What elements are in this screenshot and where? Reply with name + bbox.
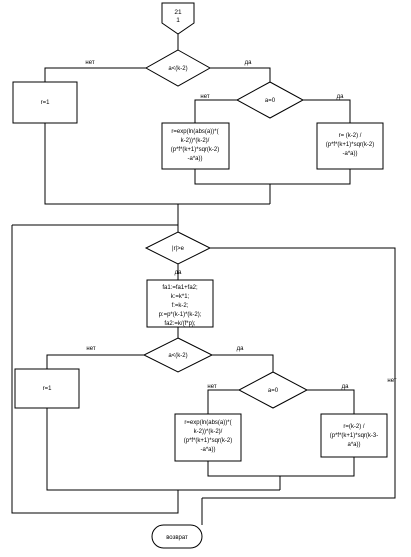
label-yes-inner-bottom: да xyxy=(342,384,350,390)
decision-inner-top-label: a=0 xyxy=(265,98,276,104)
process-right-top: r= (k-2) / (p*f*(k+1)*sqr(k-2) -a*a)) xyxy=(316,122,384,170)
label-no-inner-top: нет xyxy=(200,94,209,100)
label-yes-inner-top: да xyxy=(337,94,345,100)
label-yes-top: да xyxy=(245,60,253,66)
decision-bottom-label: a<(k-2) xyxy=(168,353,187,359)
decision-bottom: a<(k-2) xyxy=(142,337,214,373)
process-loop-body: fa1:=fa1+fa2; k:=k*1; f:=k-2; p:=p*(k-1)… xyxy=(146,279,214,328)
terminal-return: возврат xyxy=(151,524,203,549)
loop-body-line-2: k:=k*1; xyxy=(171,294,190,300)
label-no-bottom: нет xyxy=(86,346,95,352)
expr-top-line-3: (p*f*(k+1)*sqr(k-2) xyxy=(171,147,220,153)
expr-bottom-line-1: r=exp(ln(abs(a))*( xyxy=(184,420,231,426)
right-bottom-line-1: r=(k-2) / xyxy=(343,424,365,430)
decision-inner-bottom: a=0 xyxy=(237,371,309,409)
process-expr-top: r=exp(ln(abs(a))*( k-2))*(k-2)/ (p*f*(k+… xyxy=(161,122,230,170)
loop-body-line-1: fa1:=fa1+fa2; xyxy=(162,285,198,291)
right-bottom-line-3: a*a)) xyxy=(347,442,360,448)
decision-inner-bottom-label: a=0 xyxy=(268,388,279,394)
expr-top-line-1: r=exp(ln(abs(a))*( xyxy=(171,129,218,135)
process-right-bottom: r=(k-2) / (p*f*(k+1)*sqr(k-3- a*a)) xyxy=(320,413,388,458)
decision-inner-top: a=0 xyxy=(235,81,305,119)
loop-body-line-3: f:=k-2; xyxy=(172,303,189,309)
label-yes-bottom: да xyxy=(237,346,245,352)
right-bottom-line-2: (p*f*(k+1)*sqr(k-3- xyxy=(330,433,379,439)
process-r1-bottom-text: r=1 xyxy=(43,386,53,392)
process-r1-bottom: r=1 xyxy=(14,368,80,409)
process-r1-top-text: r=1 xyxy=(41,100,51,106)
expr-bottom-line-4: -a*a)) xyxy=(200,447,215,453)
process-r1-top: r=1 xyxy=(12,81,78,124)
label-no-top: нет xyxy=(85,60,94,66)
connector-page: 1 xyxy=(176,17,180,24)
expr-top-line-4: -a*a)) xyxy=(187,156,202,162)
loop-body-line-4: p:=p*(k-1)*(k-2); xyxy=(159,312,202,318)
connector-number: 21 xyxy=(174,9,182,16)
label-no-inner-bottom: нет xyxy=(207,384,216,390)
right-top-line-2: (p*f*(k+1)*sqr(k-2) xyxy=(326,142,375,148)
decision-loop-label: |r|>e xyxy=(172,246,185,252)
loop-body-line-5: fa2:=k/(f*p); xyxy=(164,321,196,327)
expr-top-line-2: k-2))*(k-2)/ xyxy=(181,138,210,144)
terminal-label: возврат xyxy=(166,535,188,541)
right-top-line-3: -a*a)) xyxy=(342,151,357,157)
process-expr-bottom: r=exp(ln(abs(a))*( k-2))*(k-2)/ (p*f*(k+… xyxy=(174,413,242,462)
expr-bottom-line-3: (p*f*(k+1)*sqr(k-2) xyxy=(184,438,233,444)
connector-node: 21 1 xyxy=(161,2,195,35)
label-no-loop: нет xyxy=(387,378,396,384)
decision-loop: |r|>e xyxy=(144,231,212,265)
decision-top: a<(k-2) xyxy=(144,49,212,87)
right-top-line-1: r= (k-2) / xyxy=(339,133,362,139)
expr-bottom-line-2: k-2))*(k-2)/ xyxy=(194,429,223,435)
decision-top-label: a<(k-2) xyxy=(168,66,187,72)
